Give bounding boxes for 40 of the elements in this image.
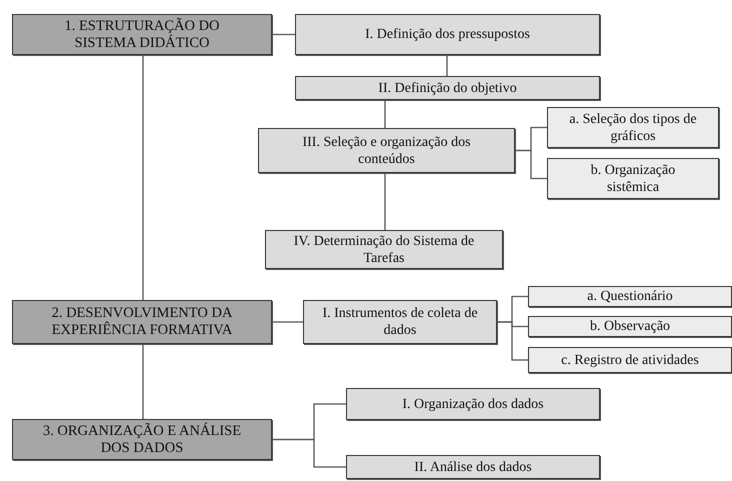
step-box [258, 128, 515, 173]
step-box [265, 230, 503, 269]
step-box [295, 14, 600, 55]
step-box [295, 76, 600, 100]
box-label: I. Organização dos dados [402, 396, 544, 412]
stage-box [12, 14, 272, 55]
stage-box [12, 419, 272, 460]
box-label: 1. ESTRUTURAÇÃO DO SISTEMA DIDÁTICO [63, 18, 221, 52]
stage-box [12, 300, 272, 344]
box-label: 2. DESENVOLVIMENTO DA EXPERIÊNCIA FORMATIVA [50, 305, 234, 339]
connector-line [384, 100, 386, 128]
box-label: 3. ORGANIZAÇÃO E ANÁLISE DOS DADOS [42, 422, 242, 456]
step-box [346, 388, 600, 420]
item-box [528, 347, 732, 373]
box-label: a. Questionário [587, 288, 673, 305]
connector-line [272, 34, 295, 36]
connector-line [142, 344, 144, 419]
step-box [346, 455, 600, 479]
connector-line [515, 150, 547, 180]
box-label: b. Organização sistêmica [590, 162, 676, 196]
box-label: I. Definição dos pressupostos [365, 26, 530, 43]
connector-line [142, 55, 144, 300]
box-label: II. Análise dos dados [414, 458, 532, 476]
box-label: b. Observação [590, 318, 670, 335]
step-box [303, 300, 497, 344]
connector-line [497, 321, 528, 361]
box-label: c. Registro de atividades [561, 352, 699, 368]
item-box [547, 158, 719, 199]
box-label: I. Instrumentos de coleta de dados [321, 305, 479, 339]
box-label: II. Definição do objetivo [378, 80, 517, 96]
connector-line [446, 55, 448, 76]
item-box [528, 286, 732, 307]
connector-line [272, 438, 346, 468]
item-box [528, 316, 732, 337]
box-label: III. Seleção e organização dos conteúdos [301, 134, 472, 168]
connector-line [272, 321, 303, 323]
connector-line [384, 173, 386, 230]
box-label: IV. Determinação do Sistema de Tarefas [292, 232, 476, 266]
item-box [547, 107, 719, 148]
box-label: a. Seleção dos tipos de gráficos [568, 110, 698, 144]
